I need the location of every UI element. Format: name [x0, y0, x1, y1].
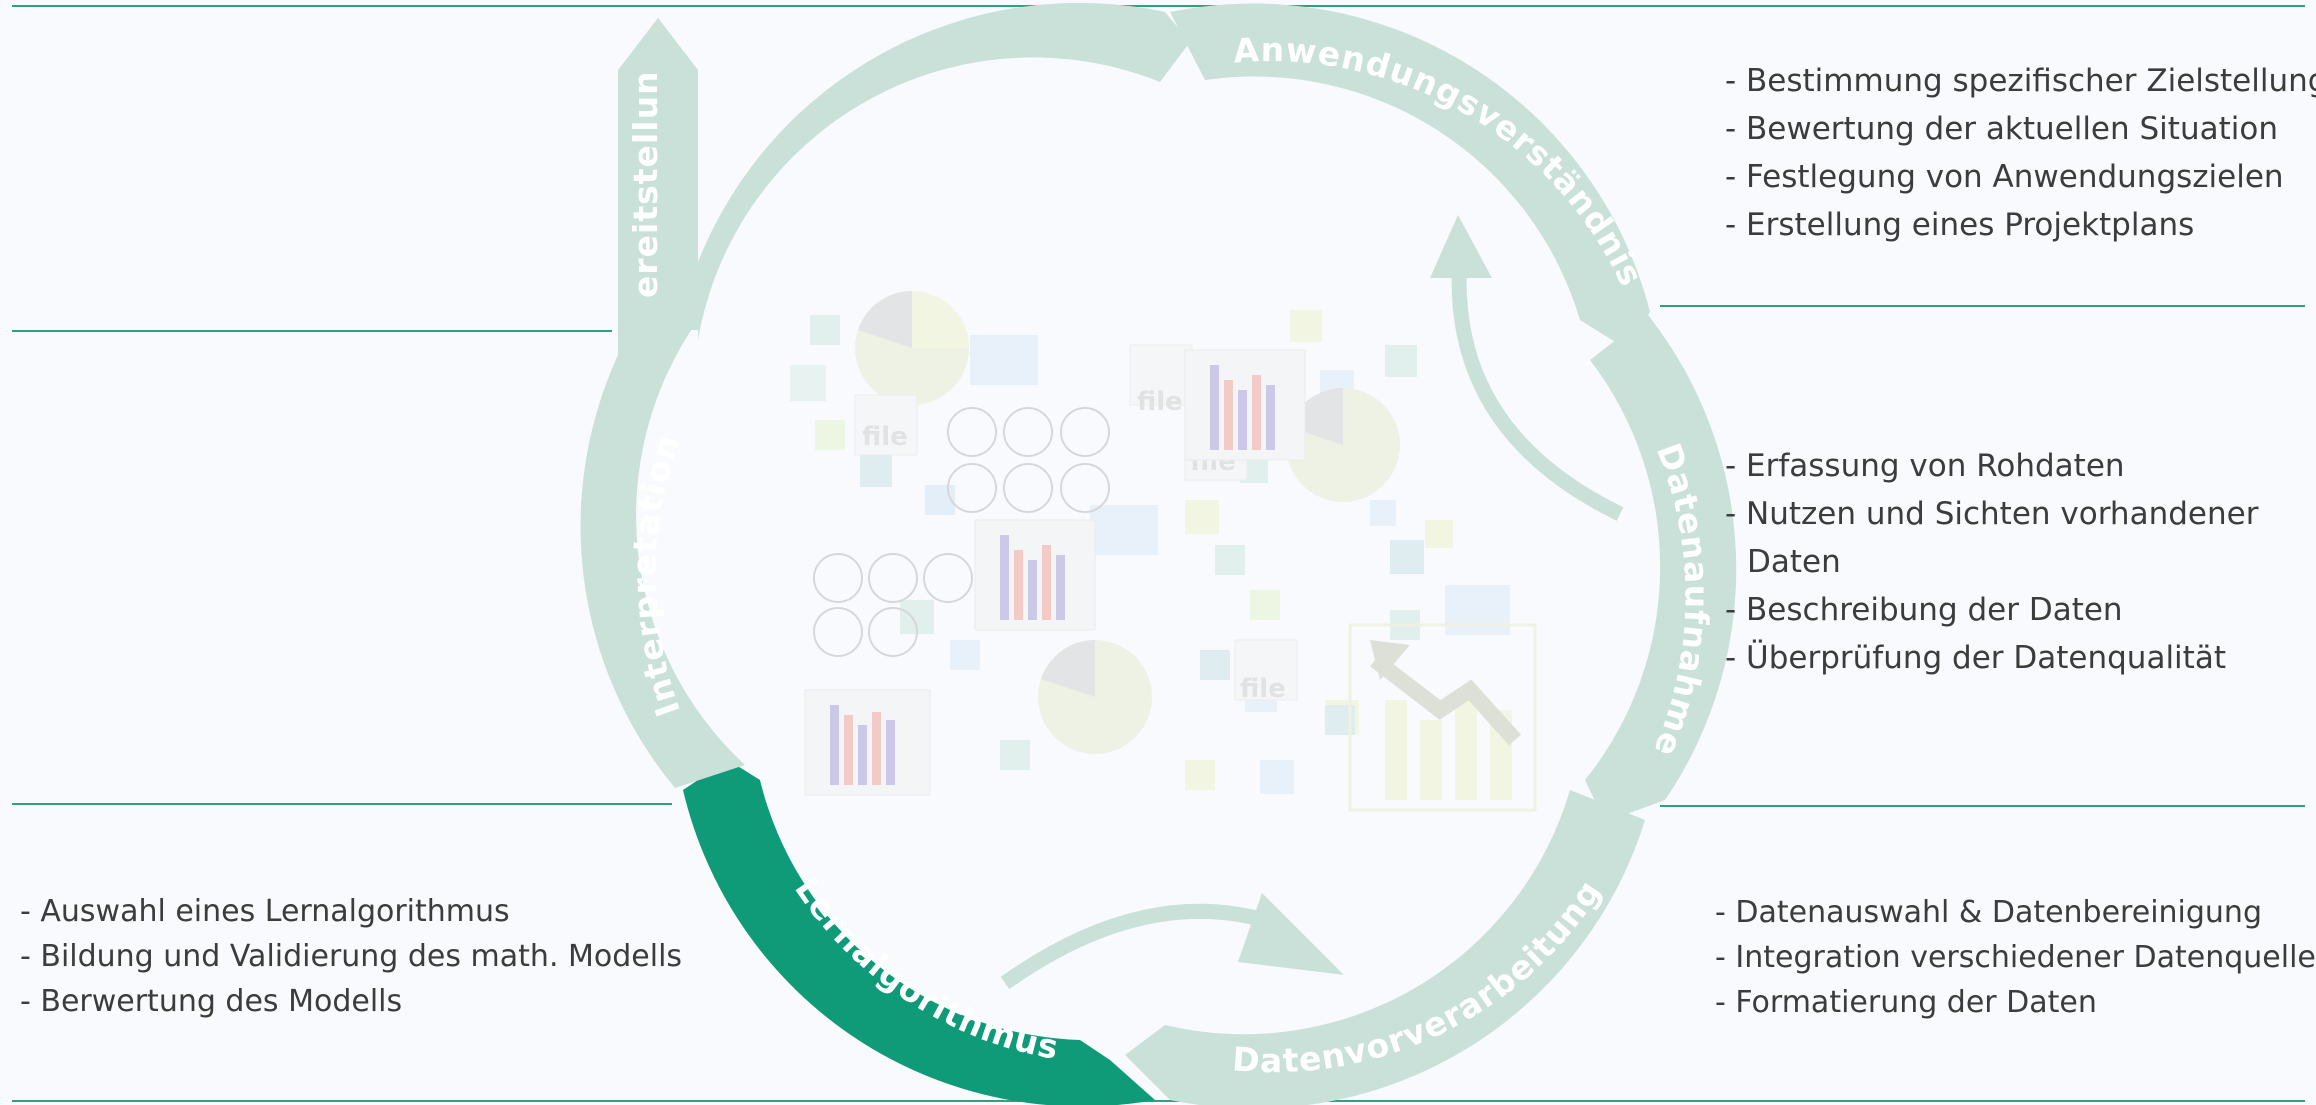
section-dividers — [12, 5, 2305, 1102]
desc-line: - Bildung und Validierung des math. Mode… — [20, 939, 683, 974]
segment-label-bereitstellung: Bereitstellung — [0, 0, 665, 298]
desc-line: - Bestimmung spezifischer Zielstellung — [1725, 63, 2316, 99]
segment-lernalgorithmus[interactable] — [683, 760, 1155, 1105]
desc-datenaufnahme: - Erfassung von Rohdaten - Nutzen und Si… — [1725, 442, 2258, 682]
desc-line: - Bewertung der aktuellen Situation — [1725, 111, 2278, 147]
segment-anwendungsverstaendnis[interactable] — [1170, 3, 1650, 350]
desc-lernalgorithmus: - Auswahl eines Lernalgorithmus - Bildun… — [20, 889, 682, 1024]
desc-line: - Auswahl eines Lernalgorithmus — [20, 894, 510, 929]
segment-datenvorverarbeitung[interactable] — [1125, 790, 1645, 1105]
file-label: file — [1240, 674, 1286, 704]
feedback-arrow-upper — [1451, 257, 1624, 521]
segment-bereitstellung[interactable] — [618, 18, 698, 330]
feedback-arrow-lower — [1000, 903, 1283, 990]
feedback-arrowhead-lower — [1238, 893, 1344, 975]
chart-thumbnail-icon — [813, 407, 1110, 657]
desc-line: - Nutzen und Sichten vorhandener — [1725, 496, 2259, 532]
desc-line: - Integration verschiedener Datenquellen — [1715, 940, 2316, 975]
inner-feedback-arrows — [1000, 215, 1624, 990]
file-label: file — [1137, 387, 1183, 417]
desc-line: - Datenauswahl & Datenbereinigung — [1715, 895, 2262, 930]
segment-upper-left-arc — [698, 2, 1190, 340]
file-label: file — [862, 422, 908, 452]
bar-chart-icon — [804, 349, 1306, 796]
feedback-arrowhead-upper — [1430, 215, 1492, 278]
segment-datenaufnahme[interactable] — [1585, 315, 1737, 822]
data-tile-icon — [790, 310, 1510, 794]
pie-chart-icon — [855, 291, 1400, 754]
desc-anwendungsverstaendnis: - Bestimmung spezifischer Zielstellung -… — [1725, 57, 2316, 249]
segment-interpretation[interactable] — [580, 320, 745, 788]
desc-line: - Formatierung der Daten — [1715, 985, 2097, 1020]
desc-line: - Beschreibung der Daten — [1725, 592, 2123, 628]
desc-line: Daten — [1747, 544, 1841, 580]
cycle-ring — [580, 2, 1737, 1105]
desc-line: - Erfassung von Rohdaten — [1725, 448, 2125, 484]
center-illustration: file file file file — [790, 291, 1537, 812]
desc-line: - Erstellung eines Projektplans — [1725, 207, 2195, 243]
desc-line: - Festlegung von Anwendungszielen — [1725, 159, 2284, 195]
line-chart-icon — [1348, 623, 1537, 812]
desc-line: - Überprüfung der Datenqualität — [1725, 640, 2226, 676]
desc-datenvorverarbeitung: - Datenauswahl & Datenbereinigung - Inte… — [1715, 890, 2316, 1025]
desc-line: - Berwertung des Modells — [20, 984, 403, 1019]
